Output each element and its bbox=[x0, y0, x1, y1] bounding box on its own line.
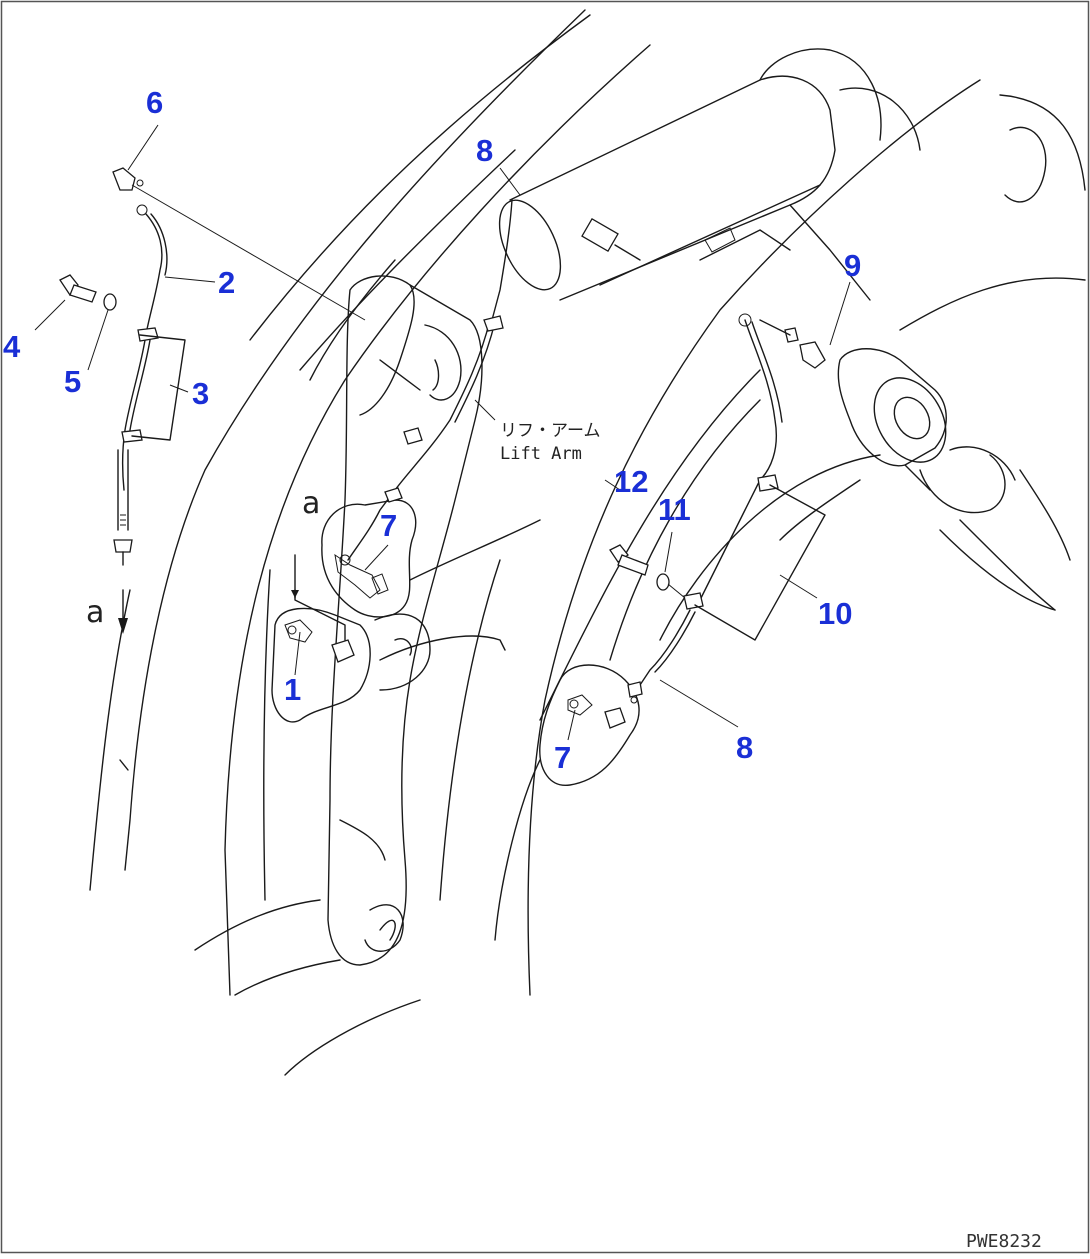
callout-7-upper: 7 bbox=[380, 508, 397, 543]
arm-grease-hoses bbox=[347, 199, 513, 561]
lift-arm-label-en: Lift Arm bbox=[500, 444, 582, 464]
lift-arm-bracket bbox=[263, 275, 541, 966]
detail-area-lower bbox=[539, 664, 640, 786]
right-grease-assembly bbox=[609, 313, 826, 704]
leader-lines bbox=[34, 124, 851, 741]
callout-3: 3 bbox=[192, 376, 209, 411]
detail-area-fitting-1 bbox=[271, 554, 371, 723]
drawing-code: PWE8232 bbox=[966, 1231, 1042, 1252]
callout-1: 1 bbox=[284, 672, 301, 707]
view-a-label-left: a bbox=[86, 595, 104, 630]
loader-frame-lines bbox=[89, 9, 1086, 1076]
callout-9: 9 bbox=[844, 248, 861, 283]
callout-11: 11 bbox=[658, 492, 691, 527]
view-a-label-top: a bbox=[302, 486, 320, 521]
lift-arm-label-jp: リフ・アーム bbox=[500, 421, 600, 441]
callout-4: 4 bbox=[3, 329, 21, 364]
callout-12: 12 bbox=[614, 464, 648, 499]
callout-6: 6 bbox=[146, 85, 163, 120]
left-grease-assembly bbox=[59, 167, 366, 634]
right-pin-boss bbox=[837, 348, 1056, 611]
detail-area-upper bbox=[321, 499, 417, 618]
callout-8-lower: 8 bbox=[736, 730, 753, 765]
callout-7-lower: 7 bbox=[554, 740, 571, 775]
callout-8-upper: 8 bbox=[476, 133, 493, 168]
callouts: 1 2 3 4 5 6 7 7 8 8 9 10 11 12 bbox=[3, 85, 861, 775]
lift-cylinder bbox=[498, 48, 1086, 301]
callout-5: 5 bbox=[64, 364, 81, 399]
callout-2: 2 bbox=[218, 265, 235, 300]
callout-10: 10 bbox=[818, 596, 852, 631]
